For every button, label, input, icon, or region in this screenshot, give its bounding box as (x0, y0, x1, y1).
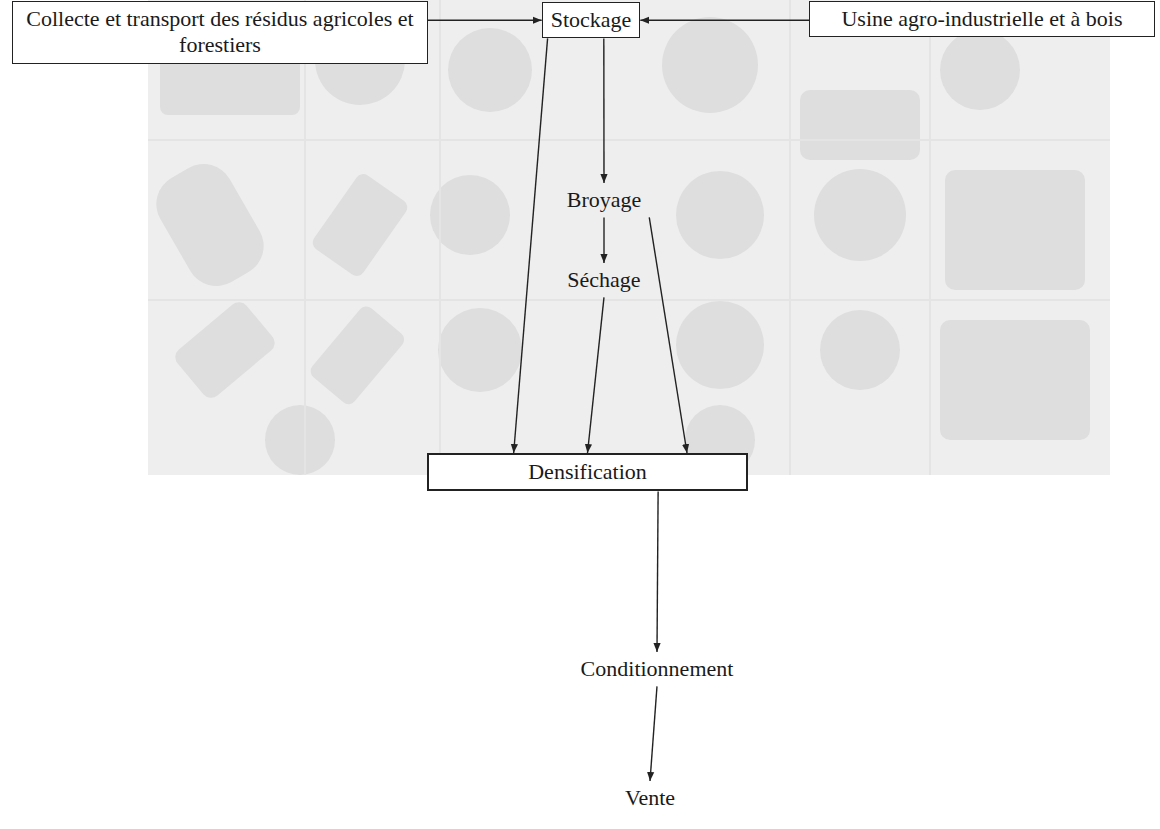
step-label: Broyage (567, 187, 642, 213)
flow-arrow (588, 297, 604, 453)
step-label: Conditionnement (581, 656, 734, 682)
process-step: Séchage (559, 263, 648, 297)
flow-arrow (428, 19, 542, 20)
step-label: Vente (625, 785, 675, 811)
process-step: Broyage (559, 183, 650, 217)
process-step: Vente (617, 781, 683, 815)
flow-arrow (657, 491, 658, 652)
step-label: Usine agro-industrielle et à bois (818, 6, 1146, 32)
flow-arrow (640, 19, 809, 20)
step-label: Séchage (567, 267, 640, 293)
process-box: Usine agro-industrielle et à bois (809, 1, 1155, 37)
flow-arrow (603, 38, 605, 183)
flow-arrow (650, 686, 657, 781)
photo-area (148, 0, 1110, 475)
photo-grid (148, 0, 1110, 475)
flow-arrow (514, 38, 548, 453)
step-label: Densification (437, 459, 738, 485)
process-box: Stockage (542, 2, 641, 38)
step-label: Collecte et transport des résidus agrico… (21, 6, 419, 59)
process-step: Conditionnement (573, 652, 742, 686)
process-box: Densification (427, 453, 748, 491)
flow-arrow (603, 217, 604, 263)
step-label: Stockage (551, 7, 632, 33)
briquette-samples (145, 10, 1090, 475)
process-box: Collecte et transport des résidus agrico… (12, 1, 428, 64)
flow-arrow (649, 217, 687, 453)
